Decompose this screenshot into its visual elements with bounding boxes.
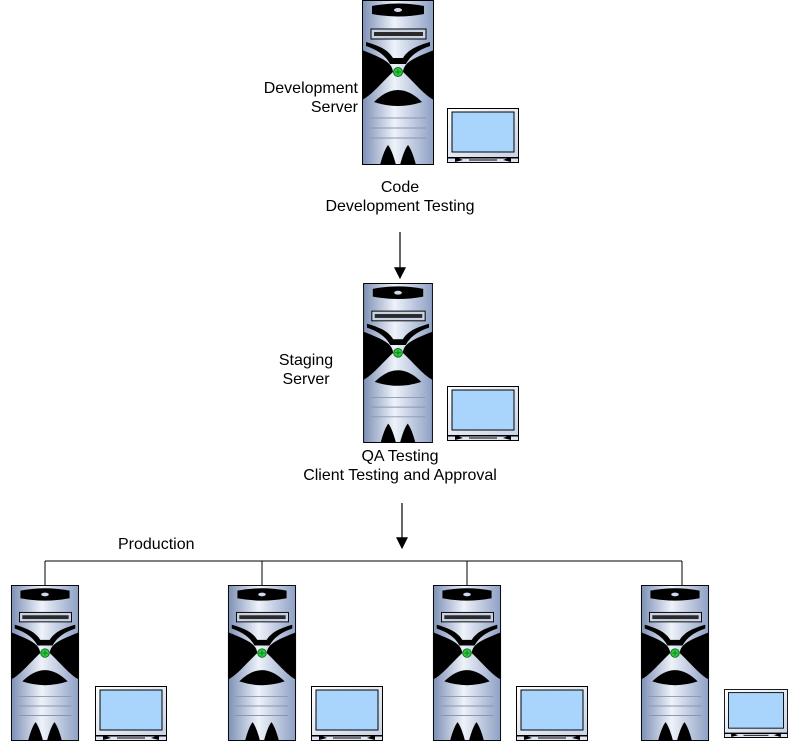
- production-server-2: [227, 585, 383, 741]
- development-server-icon: [362, 0, 434, 165]
- production-laptop-3-icon: [516, 686, 588, 741]
- staging-server-label: Staging Server: [262, 351, 350, 389]
- staging-laptop-icon: [447, 386, 519, 441]
- production-laptop-1-icon: [95, 686, 167, 741]
- production-label: Production: [118, 535, 195, 554]
- production-server-4-icon: [640, 585, 710, 741]
- development-server-node: [362, 0, 519, 165]
- production-server-3: [432, 585, 588, 741]
- production-laptop-4-icon: [724, 689, 788, 738]
- staging-task-qa: QA Testing: [361, 448, 439, 465]
- development-tasks-label: Code Development Testing: [300, 178, 500, 216]
- development-server-label-line-1: Development: [263, 80, 358, 97]
- development-server-label: Development Server: [238, 79, 358, 117]
- production-server-4: [640, 585, 788, 741]
- production-server-3-icon: [432, 585, 502, 741]
- development-server-label-line-2: Server: [310, 99, 358, 116]
- staging-server-label-line-1: Staging: [278, 352, 334, 369]
- staging-tasks-label: QA Testing Client Testing and Approval: [270, 447, 530, 485]
- production-server-1: [10, 585, 167, 741]
- staging-task-client-approval: Client Testing and Approval: [303, 467, 497, 484]
- development-task-testing: Development Testing: [325, 198, 475, 215]
- production-server-2-icon: [227, 585, 297, 741]
- production-label-text: Production: [118, 536, 195, 553]
- production-server-1-icon: [10, 585, 80, 741]
- staging-server-node: [362, 283, 519, 443]
- development-laptop-icon: [447, 108, 519, 163]
- production-bus: [44, 560, 683, 585]
- staging-server-icon: [362, 283, 434, 443]
- development-task-code: Code: [380, 179, 420, 196]
- production-laptop-2-icon: [311, 686, 383, 741]
- staging-server-label-line-2: Server: [282, 371, 330, 388]
